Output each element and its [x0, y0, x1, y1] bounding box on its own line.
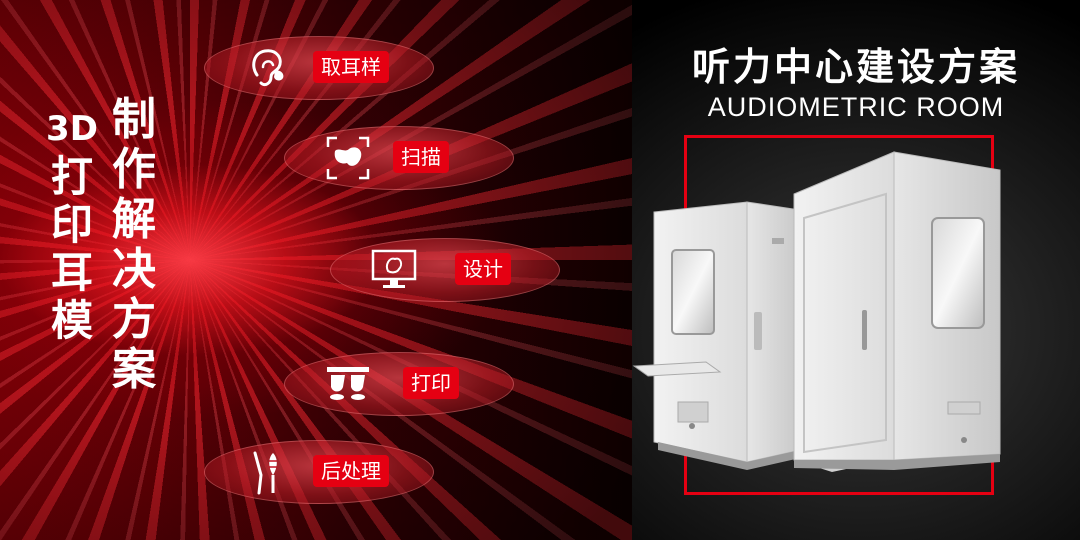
vt1-char-0: 3D [46, 109, 98, 149]
ear-icon [252, 49, 284, 87]
monitor-design-icon [371, 249, 417, 288]
step-label-post-process: 后处理 [313, 455, 389, 487]
step-label-scan: 扫描 [393, 141, 449, 173]
step-ear-sample: 取耳样 [204, 36, 434, 100]
vt2-char-2: 解 [112, 194, 156, 245]
vt1-char-1: 打 [50, 152, 93, 201]
step-label-ear-sample: 取耳样 [313, 51, 389, 83]
printer-nozzle-icon [327, 367, 369, 400]
page-subtitle: AUDIOMETRIC ROOM [707, 92, 1005, 122]
large-booth [689, 151, 1001, 472]
vt1-char-2: 印 [50, 200, 93, 249]
step-label-design: 设计 [455, 253, 511, 285]
step-label-print: 打印 [403, 367, 459, 399]
vt2-char-0: 制 [112, 94, 156, 145]
small-booth [632, 201, 801, 470]
page-title: 听力中心建设方案 [691, 45, 1020, 89]
vt2-char-4: 方 [112, 294, 156, 345]
scan-icon [326, 136, 370, 180]
vt1-char-3: 耳 [50, 248, 93, 297]
step-print: 打印 [284, 352, 514, 416]
step-design: 设计 [330, 238, 560, 302]
step-post-process: 后处理 [204, 440, 434, 504]
vt2-char-3: 决 [112, 244, 156, 295]
audiometric-booths-illustration [632, 151, 1001, 472]
post-process-icon [253, 451, 277, 495]
vt1-char-4: 模 [50, 296, 93, 345]
vertical-title-3d-earmold: 3D 打 印 耳 模 [36, 112, 108, 348]
vt2-char-5: 案 [112, 344, 156, 395]
step-scan: 扫描 [284, 126, 514, 190]
vertical-title-solution: 制 作 解 决 方 案 [104, 98, 164, 398]
vt2-char-1: 作 [112, 144, 156, 195]
